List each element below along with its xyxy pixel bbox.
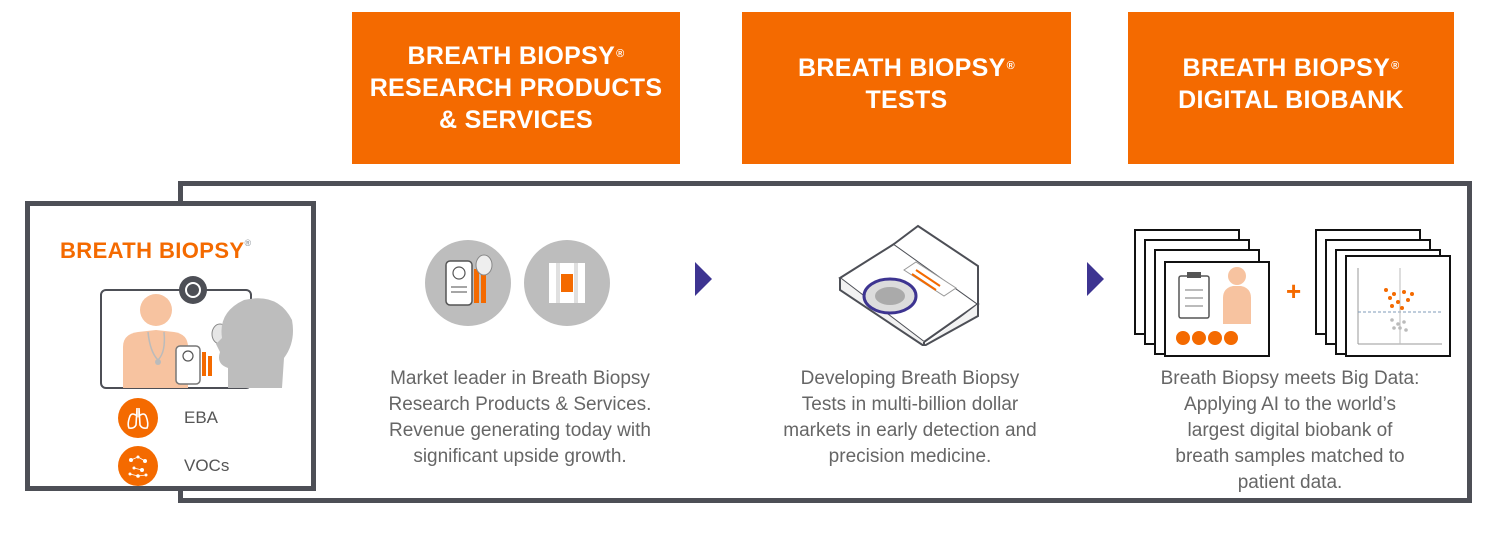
description-digital-biobank: Breath Biopsy meets Big Data: Applying A… [1120,366,1460,496]
panel-title-text: BREATH BIOPSY [60,238,245,263]
description-line: significant upside growth. [413,446,627,467]
description-line: precision medicine. [828,446,992,467]
description-line: Market leader in Breath Biopsy [390,368,650,389]
header-line: BREATH BIOPSY [407,42,616,70]
description-line: Research Products & Services. [388,394,652,415]
registered-mark: ® [616,48,625,60]
header-line: DIGITAL BIOBANK [1178,86,1404,114]
legend-label: EBA [184,408,219,427]
header-research-products: BREATH BIOPSY® RESEARCH PRODUCTS & SERVI… [352,12,680,164]
description-line: Revenue generating today with [389,420,651,441]
description-line: patient data. [1237,472,1343,493]
header-line: RESEARCH PRODUCTS [369,74,663,102]
header-line: & SERVICES [439,106,593,134]
legend-label: VOCs [184,456,230,475]
registered-mark: ® [1006,60,1016,72]
arrow-right-icon [695,262,712,296]
molecules-icon [118,446,158,486]
description-tests: Developing Breath Biopsy Tests in multi-… [735,366,1085,470]
description-line: markets in early detection and [783,420,1037,441]
registered-mark: ® [244,238,252,248]
header-tests: BREATH BIOPSY® TESTS [742,12,1071,164]
description-line: breath samples matched to [1175,446,1405,467]
breath-collection-device-icon [425,240,511,326]
frame-edge [178,181,183,205]
header-line: BREATH BIOPSY [797,54,1006,82]
arrow-right-icon [1087,262,1104,296]
patient-records-icon [1134,229,1270,357]
plus-sign: + [1286,276,1302,306]
lungs-icon [118,398,158,438]
breath-sampling-illustration-icon [100,276,293,389]
legend-vocs: VOCs [118,446,229,486]
test-kit-box-icon [838,224,980,346]
description-line: Developing Breath Biopsy [800,368,1020,389]
breath-biopsy-panel: BREATH BIOPSY® EBA [25,201,316,491]
description-line: Breath Biopsy meets Big Data: [1160,368,1420,389]
description-line: largest digital biobank of [1187,420,1393,441]
description-research-products: Market leader in Breath Biopsy Research … [345,366,695,470]
registered-mark: ® [1391,60,1400,72]
header-digital-biobank: BREATH BIOPSY® DIGITAL BIOBANK [1128,12,1454,164]
description-line: Tests in multi-billion dollar [801,394,1019,415]
description-line: Applying AI to the world’s [1184,394,1396,415]
panel-title: BREATH BIOPSY® [60,238,252,264]
legend-eba: EBA [118,398,218,438]
frame-edge [178,489,183,503]
data-plot-icon [1315,229,1451,357]
header-line: TESTS [865,86,948,114]
header-line: BREATH BIOPSY [1182,54,1391,82]
sample-cartridge-icon [524,240,610,326]
